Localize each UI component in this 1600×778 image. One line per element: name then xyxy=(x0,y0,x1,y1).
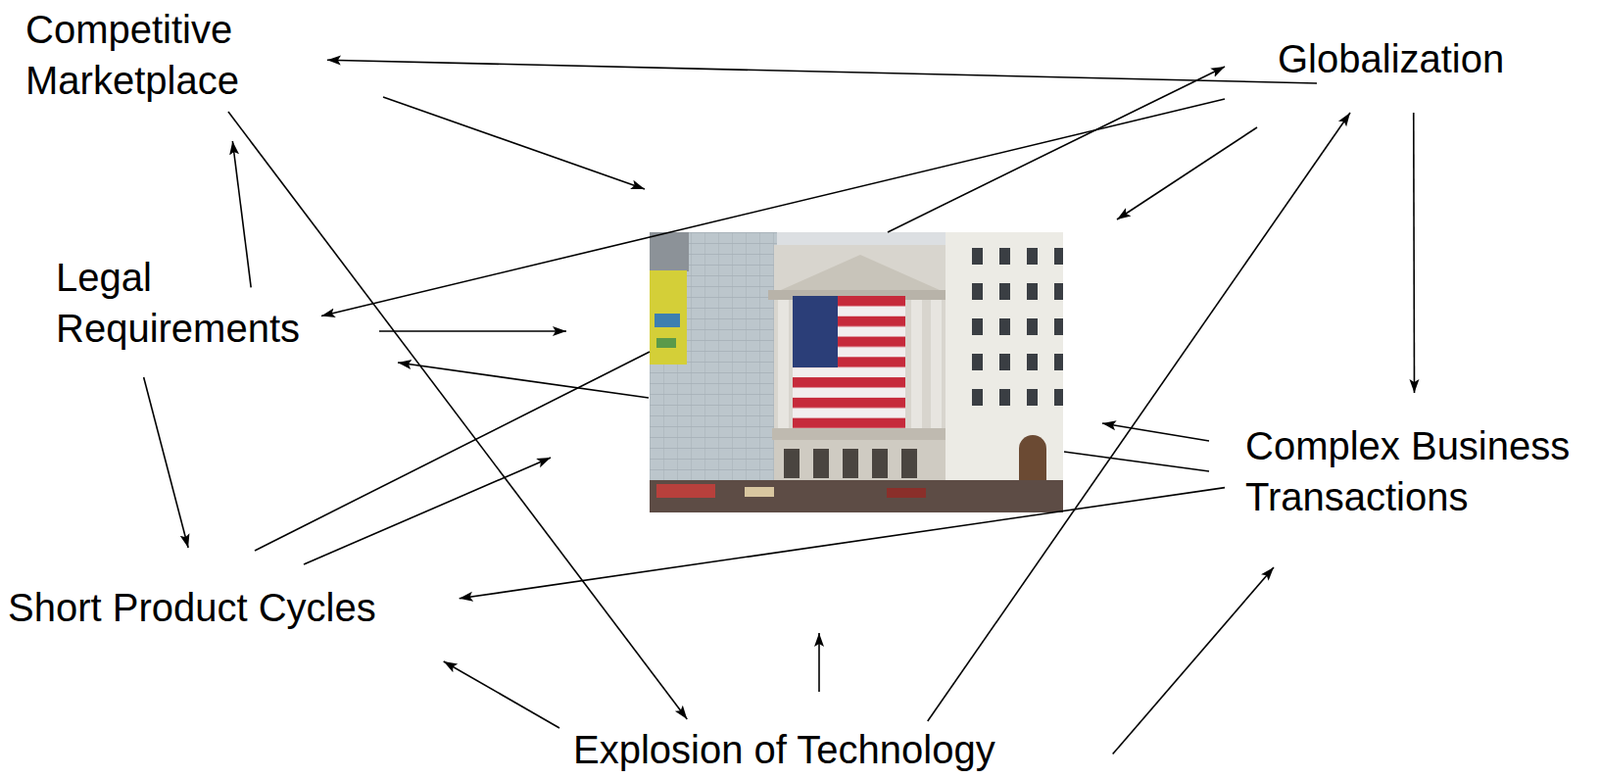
arrow-connector xyxy=(927,112,1351,722)
stock-exchange-photo xyxy=(886,487,926,498)
stock-exchange-photo xyxy=(783,448,800,479)
concept-node: Competitive Marketplace xyxy=(25,3,240,106)
concept-node: Legal Requirements xyxy=(55,251,300,354)
stock-exchange-photo xyxy=(965,240,1064,422)
stock-exchange-photo xyxy=(813,448,829,479)
leader-arrows xyxy=(303,457,551,565)
stock-exchange-photo xyxy=(649,480,1064,513)
stock-exchange-photo xyxy=(872,448,888,479)
stock-exchange-photo xyxy=(774,439,946,485)
stock-exchange-photo xyxy=(930,299,942,430)
leader-arrows xyxy=(383,96,645,190)
concept-label: Complex Business Transactions xyxy=(1245,420,1584,523)
concept-label: Competitive Marketplace xyxy=(25,3,240,106)
arrow-connector xyxy=(232,141,251,288)
stock-exchange-photo xyxy=(911,299,922,430)
concept-node: Short Product Cycles xyxy=(7,584,377,631)
arrow-connector xyxy=(321,98,1225,317)
stock-exchange-photo xyxy=(842,448,859,479)
leader-arrows xyxy=(1102,423,1210,441)
arrow-connector xyxy=(1412,112,1415,393)
leader-arrows xyxy=(397,362,649,398)
leader-arrows xyxy=(887,66,1225,233)
stock-exchange-photo xyxy=(777,299,789,430)
arrow-connector xyxy=(144,377,189,548)
leader-arrows xyxy=(379,330,567,333)
stock-exchange-photo xyxy=(654,313,680,328)
stock-exchange-photo xyxy=(772,254,949,294)
stock-exchange-photo xyxy=(772,428,949,440)
stock-exchange-photo xyxy=(792,295,838,368)
leader-arrows xyxy=(1116,127,1258,220)
concept-label: Short Product Cycles xyxy=(7,584,377,631)
stock-exchange-photo xyxy=(649,232,689,272)
arrow-connector xyxy=(327,59,1317,84)
stock-exchange-photo xyxy=(649,232,1064,513)
concept-node: Globalization xyxy=(1277,36,1504,82)
stock-exchange-photo xyxy=(901,448,918,479)
leader-arrows xyxy=(818,632,821,692)
leader-arrows xyxy=(1064,451,1210,472)
concept-label: Globalization xyxy=(1277,36,1504,82)
leader-arrows xyxy=(254,66,1258,692)
stock-exchange-photo xyxy=(792,295,906,429)
stock-exchange-photo xyxy=(656,338,677,348)
arrow-connector xyxy=(443,661,560,728)
concept-label: Legal Requirements xyxy=(55,251,300,354)
leader-arrows xyxy=(254,351,650,551)
stock-exchange-photo xyxy=(744,486,775,497)
stock-exchange-photo xyxy=(945,232,1064,489)
concept-node: Explosion of Technology xyxy=(573,727,996,773)
stock-exchange-photo xyxy=(649,270,687,365)
concept-label: Explosion of Technology xyxy=(573,727,996,773)
stock-exchange-photo xyxy=(649,232,777,483)
stock-exchange-photo xyxy=(656,484,716,498)
concept-node: Complex Business Transactions xyxy=(1245,420,1584,523)
arrow-connector xyxy=(1113,567,1274,755)
stock-exchange-photo xyxy=(649,232,1064,513)
arrow-connector xyxy=(459,487,1225,599)
